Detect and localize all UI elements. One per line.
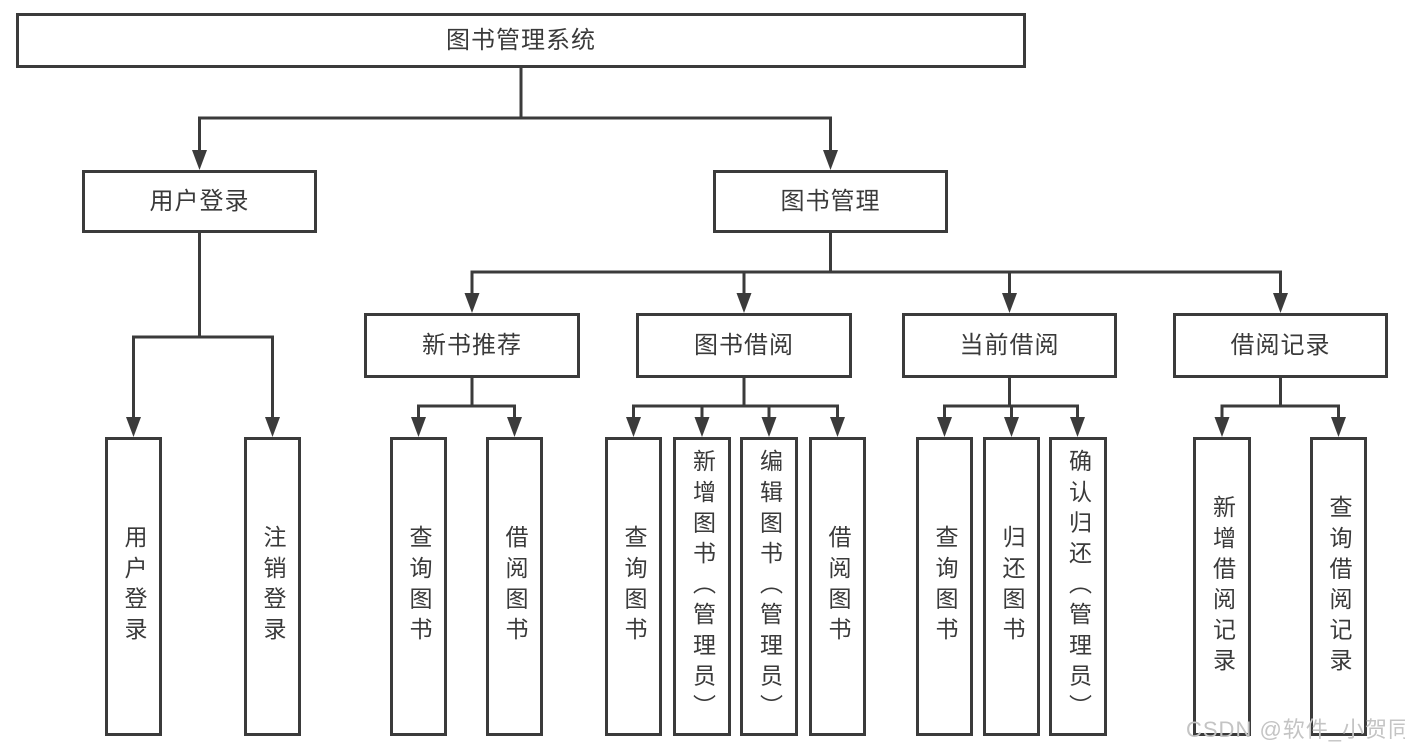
node-borrowing-records: 借阅记录 (1173, 313, 1388, 378)
leaf-recommend-borrow-book-label: 借阅图书 (502, 525, 528, 648)
leaf-logout-label: 注销登录 (260, 525, 286, 648)
leaf-borrowing-add-book-admin: 新增图书（管理员） (673, 437, 731, 736)
node-book-borrowing: 图书借阅 (636, 313, 852, 378)
node-new-book-recommend: 新书推荐 (364, 313, 580, 378)
node-current-borrowing: 当前借阅 (902, 313, 1117, 378)
leaf-records-query-record: 查询借阅记录 (1310, 437, 1367, 736)
leaf-borrowing-borrow-book-label: 借阅图书 (825, 525, 851, 648)
node-library-management-system-label: 图书管理系统 (446, 26, 596, 54)
leaf-current-return-book-label: 归还图书 (999, 525, 1025, 648)
leaf-current-confirm-return-admin-label: 确认归还（管理员） (1065, 448, 1092, 725)
leaf-recommend-query-book-label: 查询图书 (406, 525, 432, 648)
csdn-watermark: CSDN @软件_小贺同学 (1186, 717, 1405, 742)
leaf-borrowing-borrow-book: 借阅图书 (809, 437, 866, 736)
leaf-recommend-borrow-book: 借阅图书 (486, 437, 543, 736)
leaf-borrowing-query-book: 查询图书 (605, 437, 662, 736)
node-user-login-label: 用户登录 (149, 187, 250, 215)
node-current-borrowing-label: 当前借阅 (959, 331, 1060, 359)
leaf-borrowing-add-book-admin-label: 新增图书（管理员） (689, 448, 716, 725)
leaf-user-login-label: 用户登录 (121, 525, 147, 648)
node-new-book-recommend-label: 新书推荐 (422, 331, 522, 359)
leaf-records-add-record-label: 新增借阅记录 (1209, 494, 1236, 679)
leaf-user-login: 用户登录 (105, 437, 162, 736)
leaf-borrowing-edit-book-admin-label: 编辑图书（管理员） (756, 448, 783, 725)
node-book-management: 图书管理 (713, 170, 948, 233)
leaf-recommend-query-book: 查询图书 (390, 437, 447, 736)
leaf-current-query-book: 查询图书 (916, 437, 973, 736)
node-book-borrowing-label: 图书借阅 (694, 331, 794, 359)
node-book-management-label: 图书管理 (780, 187, 881, 215)
leaf-current-query-book-label: 查询图书 (932, 525, 958, 648)
leaf-borrowing-query-book-label: 查询图书 (621, 525, 647, 648)
leaf-current-return-book: 归还图书 (983, 437, 1040, 736)
node-user-login: 用户登录 (82, 170, 317, 233)
leaf-borrowing-edit-book-admin: 编辑图书（管理员） (740, 437, 798, 736)
leaf-records-query-record-label: 查询借阅记录 (1326, 494, 1352, 679)
leaf-logout: 注销登录 (244, 437, 301, 736)
leaf-current-confirm-return-admin: 确认归还（管理员） (1049, 437, 1107, 736)
node-library-management-system: 图书管理系统 (16, 13, 1026, 68)
node-borrowing-records-label: 借阅记录 (1230, 331, 1331, 359)
leaf-records-add-record: 新增借阅记录 (1193, 437, 1251, 736)
